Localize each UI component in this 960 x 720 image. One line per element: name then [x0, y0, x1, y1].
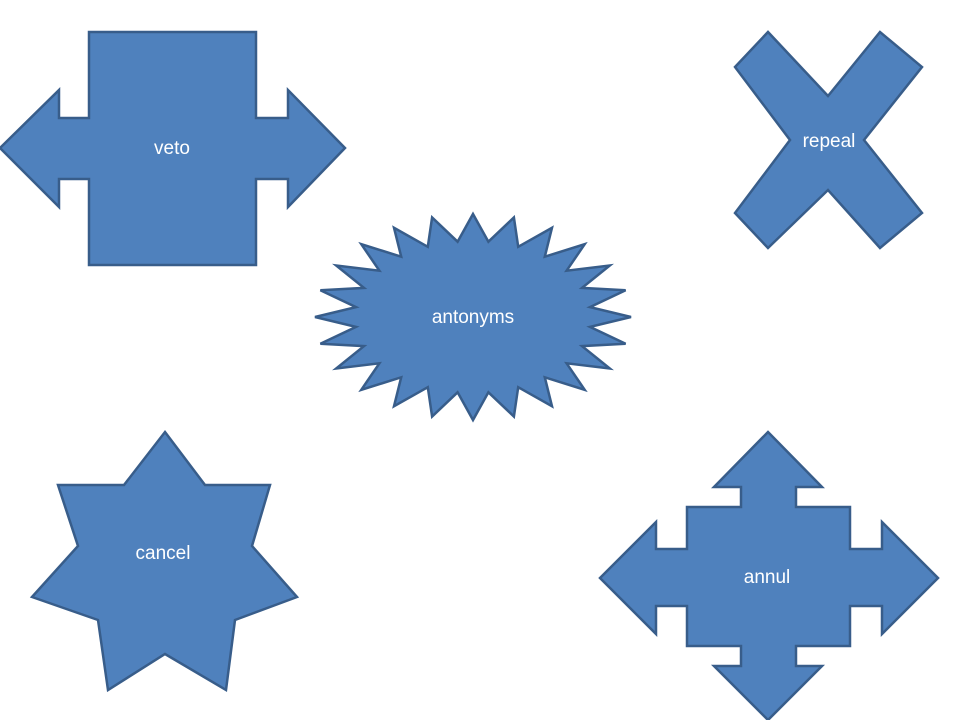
repeal-shape[interactable]: repeal — [733, 30, 924, 250]
cancel-star — [29, 429, 300, 693]
repeal-cross — [733, 30, 924, 250]
veto-arrow-callout — [0, 30, 347, 267]
cancel-label: cancel — [136, 543, 191, 564]
veto-shape[interactable]: veto — [0, 30, 347, 267]
cancel-shape[interactable]: cancel — [29, 429, 300, 693]
antonyms-label: antonyms — [432, 307, 514, 328]
antonyms-shape[interactable]: antonyms — [314, 211, 632, 423]
veto-label: veto — [154, 138, 190, 159]
repeal-label: repeal — [803, 131, 856, 152]
annul-quad-arrow — [598, 430, 940, 720]
annul-label: annul — [744, 567, 791, 588]
antonyms-star — [314, 211, 632, 423]
annul-shape[interactable]: annul — [598, 430, 940, 720]
